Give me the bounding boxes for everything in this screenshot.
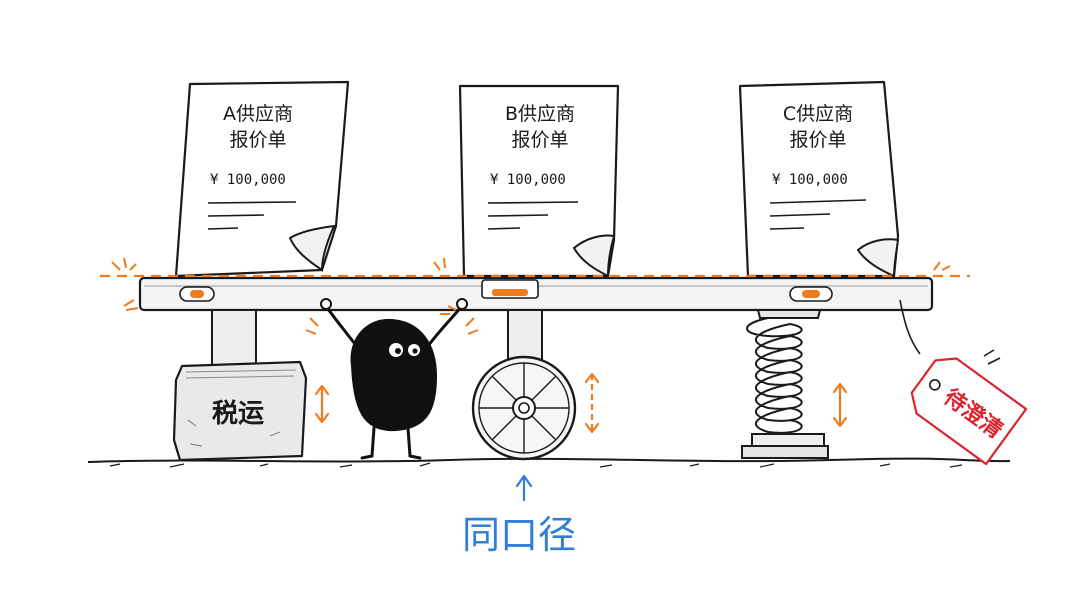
caption-arrow-icon (515, 474, 533, 502)
bubble-vial-left (179, 286, 215, 302)
quote-sheet-b: B供应商 报价单 ¥ 100,000 (458, 84, 620, 278)
spring-support (741, 309, 848, 459)
quote-a-price: ¥ 100,000 (210, 172, 286, 188)
quote-sheet-a: A供应商 报价单 ¥ 100,000 (174, 80, 350, 278)
stone-label: 税运 (212, 399, 264, 429)
quote-b-price: ¥ 100,000 (490, 172, 566, 188)
quote-b-title-line1: B供应商 (505, 103, 575, 125)
caption-label: 同口径 (462, 513, 576, 557)
quote-c-title-line1: C供应商 (783, 103, 853, 125)
level-beam (138, 276, 934, 312)
quote-c-title-line2: 报价单 (789, 129, 846, 151)
quote-sheet-c: C供应商 报价单 ¥ 100,000 (738, 80, 900, 278)
pending-clarification-tag: 待澄清 (899, 299, 1028, 466)
quote-a-title-line2: 报价单 (229, 129, 286, 151)
stone-support: 税运 (172, 309, 330, 462)
bubble-vial-right (789, 286, 833, 302)
ground (87, 457, 1011, 468)
helper-character (305, 298, 479, 460)
quote-c-price: ¥ 100,000 (772, 172, 848, 188)
wheel-support (471, 309, 600, 461)
quote-b-title-line2: 报价单 (511, 129, 568, 151)
quote-a-title-line1: A供应商 (223, 103, 293, 125)
caption-group: 同口径 (462, 474, 576, 557)
bubble-vial-center (481, 279, 539, 299)
level-reference-line (100, 257, 970, 315)
